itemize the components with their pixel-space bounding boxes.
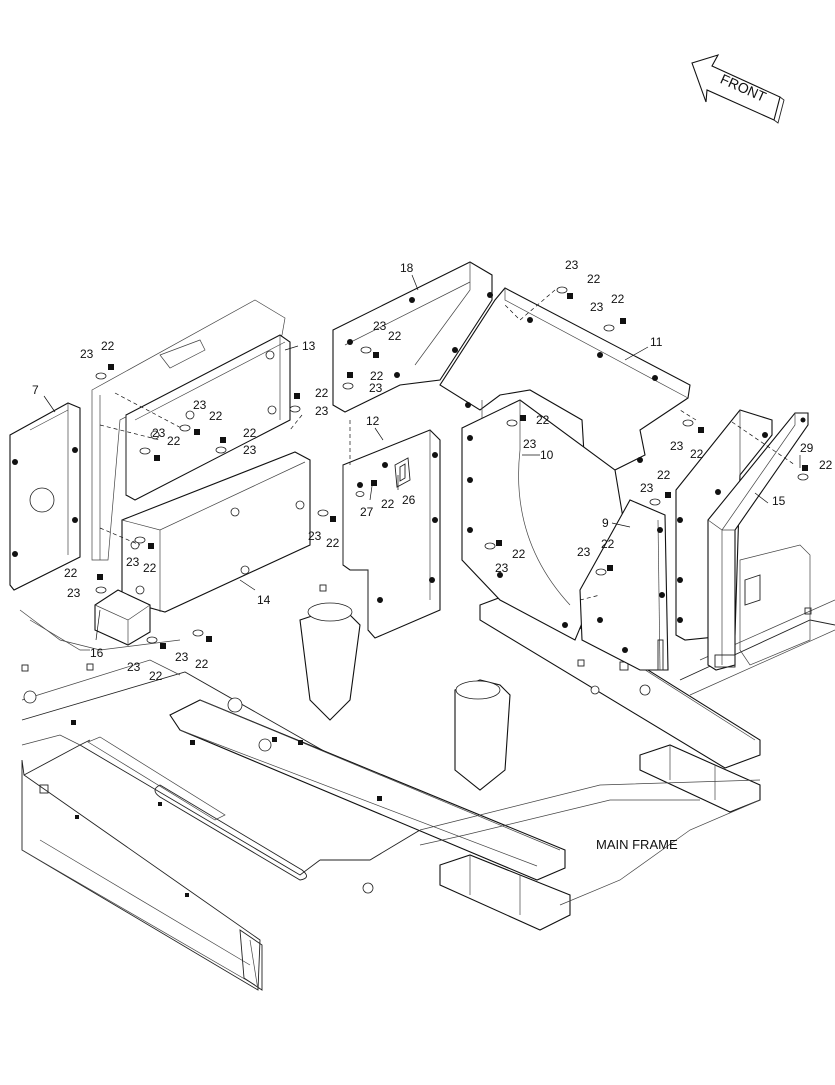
- callout-23: 23: [369, 381, 383, 395]
- part-15-post: [707, 412, 809, 671]
- callout-22: 22: [388, 329, 402, 343]
- callout-23: 23: [193, 398, 207, 412]
- callout-16: 16: [90, 646, 104, 660]
- callout-22: 22: [64, 566, 78, 580]
- callout-23: 23: [308, 529, 322, 543]
- callout-22: 22: [326, 536, 340, 550]
- part-7-left-plate: [9, 402, 81, 591]
- callout-23: 23: [315, 404, 329, 418]
- part-18-upper-panel: [332, 261, 493, 413]
- callout-22: 22: [370, 369, 384, 383]
- callout-7: 7: [32, 383, 39, 397]
- callout-23: 23: [152, 426, 166, 440]
- callout-27: 27: [360, 505, 374, 519]
- callout-22: 22: [819, 458, 833, 472]
- callout-23: 23: [80, 347, 94, 361]
- callout-23: 23: [590, 300, 604, 314]
- callout-22: 22: [243, 426, 257, 440]
- part-16-block: [94, 589, 151, 646]
- callout-23: 23: [126, 555, 140, 569]
- callout-22: 22: [512, 547, 526, 561]
- callout-22: 22: [611, 292, 625, 306]
- callout-29: 29: [800, 441, 814, 455]
- part-13-upper-cover: [125, 334, 291, 501]
- callout-22: 22: [601, 537, 615, 551]
- callout-23: 23: [670, 439, 684, 453]
- callout-23: 23: [243, 443, 257, 457]
- callout-23: 23: [577, 545, 591, 559]
- callout-22: 22: [195, 657, 209, 671]
- main-frame-label: MAIN FRAME: [596, 837, 678, 852]
- callout-23: 23: [175, 650, 189, 664]
- callout-22: 22: [381, 497, 395, 511]
- callout-23: 23: [640, 481, 654, 495]
- callout-15: 15: [772, 494, 786, 508]
- part-12-vertical-panel: [342, 429, 441, 639]
- callout-23: 23: [373, 319, 387, 333]
- callout-14: 14: [257, 593, 271, 607]
- callout-9: 9: [602, 516, 609, 530]
- callout-23: 23: [495, 561, 509, 575]
- callout-22: 22: [315, 386, 329, 400]
- callout-22: 22: [209, 409, 223, 423]
- leader-lines: [43, 274, 801, 641]
- callout-22: 22: [101, 339, 115, 353]
- callout-18: 18: [400, 261, 414, 275]
- callout-22: 22: [143, 561, 157, 575]
- callout-11: 11: [650, 335, 663, 349]
- callout-12: 12: [366, 414, 380, 428]
- callout-23: 23: [127, 660, 141, 674]
- callout-13: 13: [302, 339, 316, 353]
- callout-22: 22: [167, 434, 181, 448]
- callout-22: 22: [657, 468, 671, 482]
- part-9-right-panel: [579, 499, 669, 671]
- callout-22: 22: [536, 413, 550, 427]
- front-arrow: FRONT: [691, 54, 785, 124]
- callout-22: 22: [149, 669, 163, 683]
- callout-labels: 7 13 18 11 12 10 9 15 14 16 26 27 29 22 …: [32, 258, 833, 683]
- callout-22: 22: [587, 272, 601, 286]
- dashed-guides: [99, 289, 796, 601]
- callout-22: 22: [690, 447, 704, 461]
- callout-10: 10: [540, 448, 554, 462]
- callout-23: 23: [67, 586, 81, 600]
- hardware: [95, 286, 809, 649]
- callout-23: 23: [565, 258, 579, 272]
- main-frame: [19, 299, 835, 991]
- callout-23: 23: [523, 437, 537, 451]
- callout-26: 26: [402, 493, 416, 507]
